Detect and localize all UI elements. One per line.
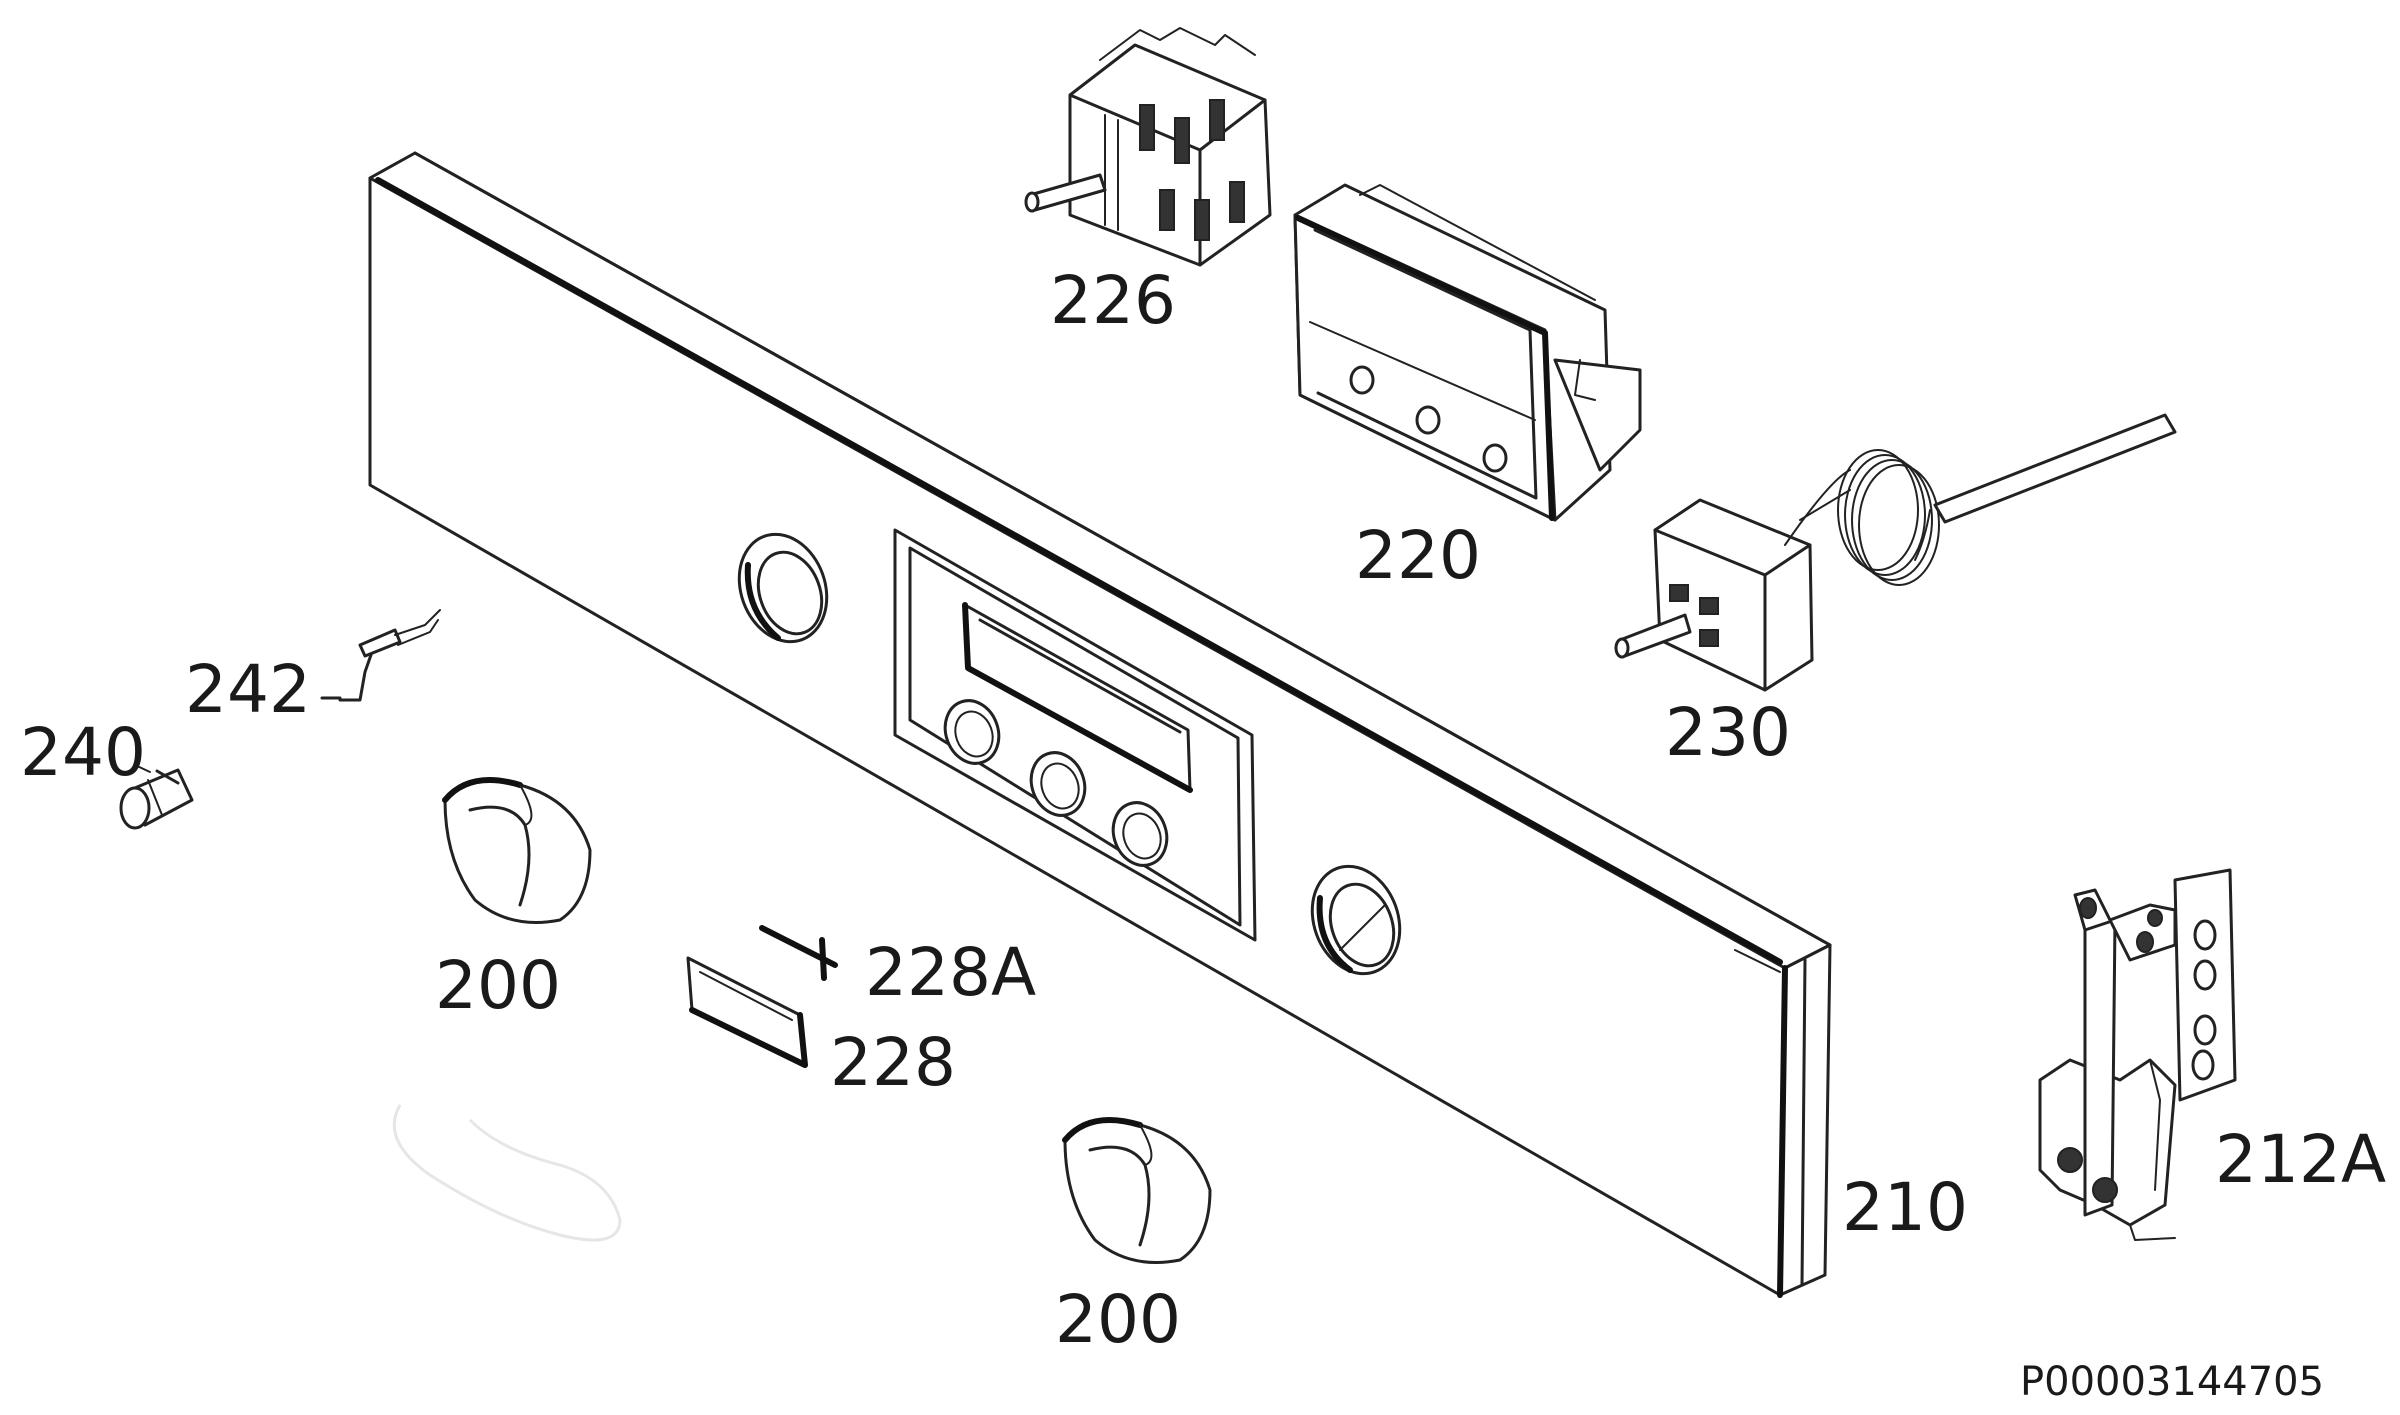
label-228: 228 [830, 1024, 956, 1101]
button-spring-228a [759, 925, 838, 981]
lamp-wire-242 [338, 609, 441, 702]
bracket-212a [2038, 868, 2237, 1241]
knob-200-lower [1062, 1117, 1212, 1264]
display-housing-220 [1293, 183, 1642, 522]
label-240: 240 [20, 714, 146, 791]
lamp-240 [119, 768, 194, 830]
switch-226 [1024, 27, 1272, 267]
knob-hole-left [737, 532, 829, 644]
knob-200-upper [442, 777, 592, 924]
label-220: 220 [1355, 517, 1481, 594]
label-226: 226 [1050, 262, 1176, 339]
document-code: P00003144705 [2020, 1359, 2324, 1405]
label-228a: 228A [865, 934, 1036, 1011]
label-230: 230 [1665, 694, 1791, 771]
label-210: 210 [1842, 1169, 1968, 1246]
knob-hole-right [1310, 864, 1402, 976]
button-228 [686, 956, 808, 1068]
label-200-lower: 200 [1055, 1281, 1181, 1358]
label-212a: 212A [2215, 1121, 2386, 1198]
control-panel-210 [368, 151, 1832, 1298]
leader-line-240 [134, 764, 151, 773]
timer-display-frame [893, 528, 1257, 942]
faint-mark [392, 1104, 622, 1242]
thermostat-230 [1614, 413, 2177, 692]
label-242: 242 [185, 651, 311, 728]
label-200-upper: 200 [435, 947, 561, 1024]
